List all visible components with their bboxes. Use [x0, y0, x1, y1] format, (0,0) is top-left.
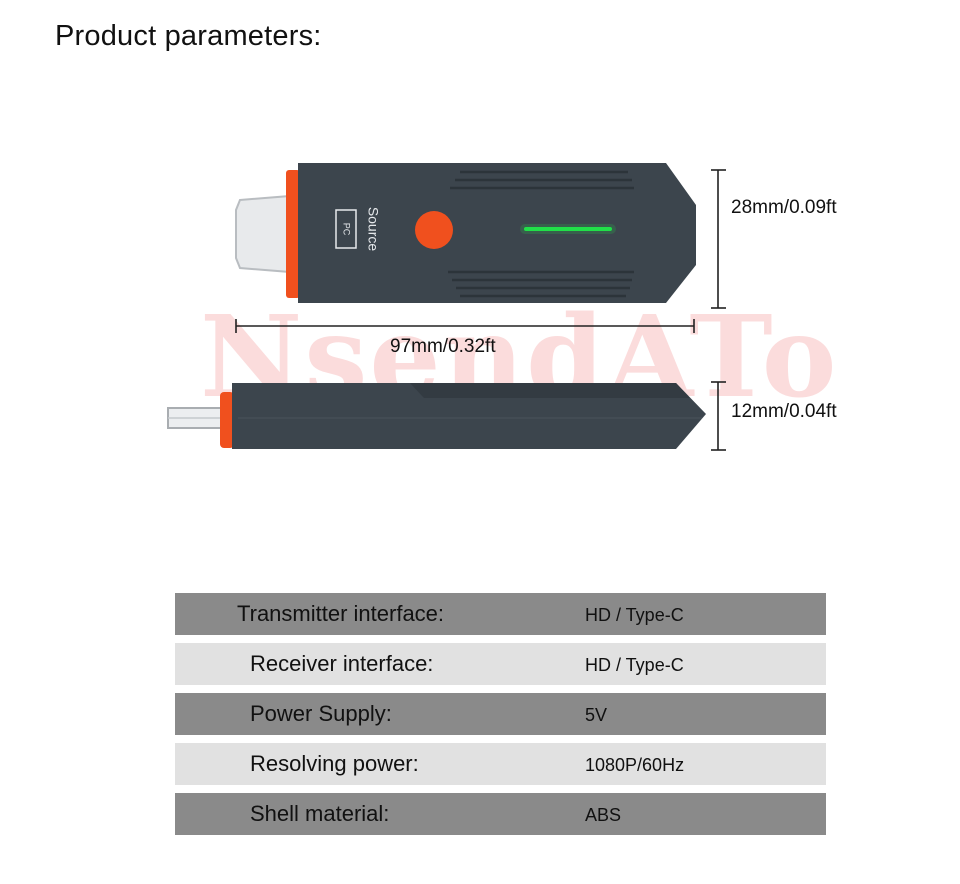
- page-title: Product parameters:: [55, 20, 322, 52]
- spec-row: Receiver interface: HD / Type-C: [175, 643, 826, 685]
- spec-row: Transmitter interface: HD / Type-C: [175, 593, 826, 635]
- top-vent-grille: [450, 170, 634, 190]
- product-diagram: PC Source: [167, 163, 726, 451]
- height-dimension-label: 28mm/0.09ft: [731, 197, 837, 218]
- spec-row: Resolving power: 1080P/60Hz: [175, 743, 826, 785]
- source-button: [415, 211, 453, 249]
- orange-collar: [286, 170, 300, 298]
- thickness-dimension-label: 12mm/0.04ft: [731, 401, 837, 422]
- spec-value: HD / Type-C: [585, 655, 684, 675]
- spec-value: 5V: [585, 705, 608, 725]
- thickness-dimension-line: [711, 381, 726, 451]
- pc-label-box: [335, 209, 357, 249]
- status-led: [524, 227, 612, 231]
- spec-value: ABS: [585, 805, 622, 825]
- source-label: Source: [365, 207, 381, 252]
- spec-label: Resolving power:: [250, 751, 419, 776]
- spec-row: Shell material: ABS: [175, 793, 826, 835]
- height-dimension-line: [711, 169, 726, 309]
- spec-label: Shell material:: [250, 801, 390, 826]
- spec-label: Receiver interface:: [250, 651, 434, 676]
- pc-label: PC: [342, 223, 352, 236]
- device-side-view: [167, 383, 706, 449]
- spec-value: HD / Type-C: [585, 605, 684, 625]
- length-dimension-line: [235, 319, 695, 333]
- side-device-body: [232, 383, 706, 449]
- length-dimension-label: 97mm/0.32ft: [390, 336, 496, 357]
- device-body: [298, 163, 696, 303]
- device-top-view: PC Source: [235, 163, 696, 303]
- spec-value: 1080P/60Hz: [585, 755, 685, 775]
- hdmi-plug: [235, 194, 291, 274]
- side-orange-collar: [220, 392, 234, 448]
- spec-label: Power Supply:: [250, 701, 392, 726]
- spec-table: Transmitter interface: HD / Type-C Recei…: [175, 593, 826, 843]
- spec-label: Transmitter interface:: [237, 601, 445, 626]
- bottom-vent-grille: [448, 270, 634, 298]
- spec-row: Power Supply: 5V: [175, 693, 826, 735]
